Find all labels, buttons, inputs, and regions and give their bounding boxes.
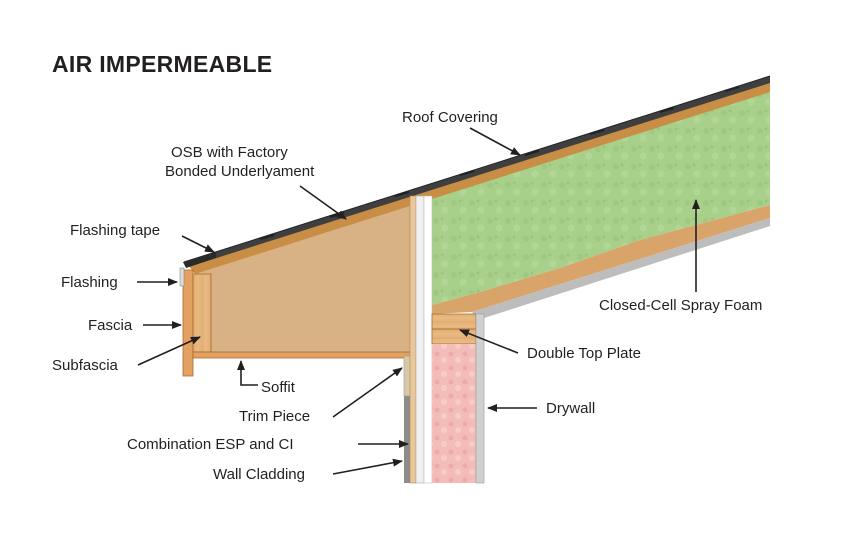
- arrow-trim-piece: [332, 367, 403, 418]
- arrow-subfascia: [137, 336, 201, 366]
- osb-sheathing: [188, 82, 770, 274]
- label-soffit: Soffit: [261, 379, 295, 396]
- shingle-marks: [259, 86, 740, 240]
- subfascia: [192, 273, 212, 353]
- arrow-double-top-plate: [459, 329, 519, 354]
- label-osb-line1: OSB with Factory: [171, 144, 288, 161]
- label-closed-cell-spray-foam: Closed-Cell Spray Foam: [599, 297, 763, 314]
- arrow-roof-covering: [469, 127, 521, 156]
- label-osb-line2: Bonded Underlyament: [165, 163, 315, 180]
- ceiling-substrate: [432, 205, 770, 314]
- attic-cavity: [195, 200, 412, 352]
- drywall: [475, 313, 485, 484]
- arrow-soffit: [237, 360, 258, 386]
- label-wall-cladding: Wall Cladding: [213, 466, 305, 483]
- label-fascia: Fascia: [88, 317, 133, 334]
- wall-batt-insulation: [432, 344, 476, 483]
- arrow-flashing-tape: [181, 235, 215, 253]
- label-drywall: Drywall: [546, 400, 596, 417]
- flashing-tape: [183, 252, 216, 268]
- arrow-osb: [299, 185, 347, 220]
- fascia: [182, 269, 194, 377]
- label-flashing: Flashing: [61, 274, 118, 291]
- label-flashing-tape: Flashing tape: [70, 222, 161, 239]
- exterior-sheathing: [415, 195, 425, 484]
- label-double-top-plate: Double Top Plate: [527, 345, 641, 362]
- arrow-wall-cladding: [332, 458, 403, 475]
- label-combination: Combination ESP and CI: [127, 436, 294, 453]
- label-trim-piece: Trim Piece: [239, 408, 311, 425]
- leader-arrows: [137, 127, 700, 475]
- wall-cladding: [404, 358, 410, 483]
- soffit: [192, 351, 415, 359]
- closed-cell-spray-foam: [432, 88, 770, 305]
- wall-stud-edge: [423, 195, 433, 484]
- roof-covering: [184, 76, 770, 267]
- double-top-plate-upper: [431, 313, 477, 330]
- label-osb: OSB with Factory Bonded Underlyament: [165, 143, 314, 181]
- label-subfascia: Subfascia: [52, 357, 118, 374]
- diagram-title: AIR IMPERMEABLE: [52, 51, 273, 77]
- combination-esp-ci: [409, 195, 417, 484]
- flashing: [179, 267, 185, 287]
- double-top-plate-lower: [431, 328, 477, 345]
- label-roof-covering: Roof Covering: [402, 109, 498, 126]
